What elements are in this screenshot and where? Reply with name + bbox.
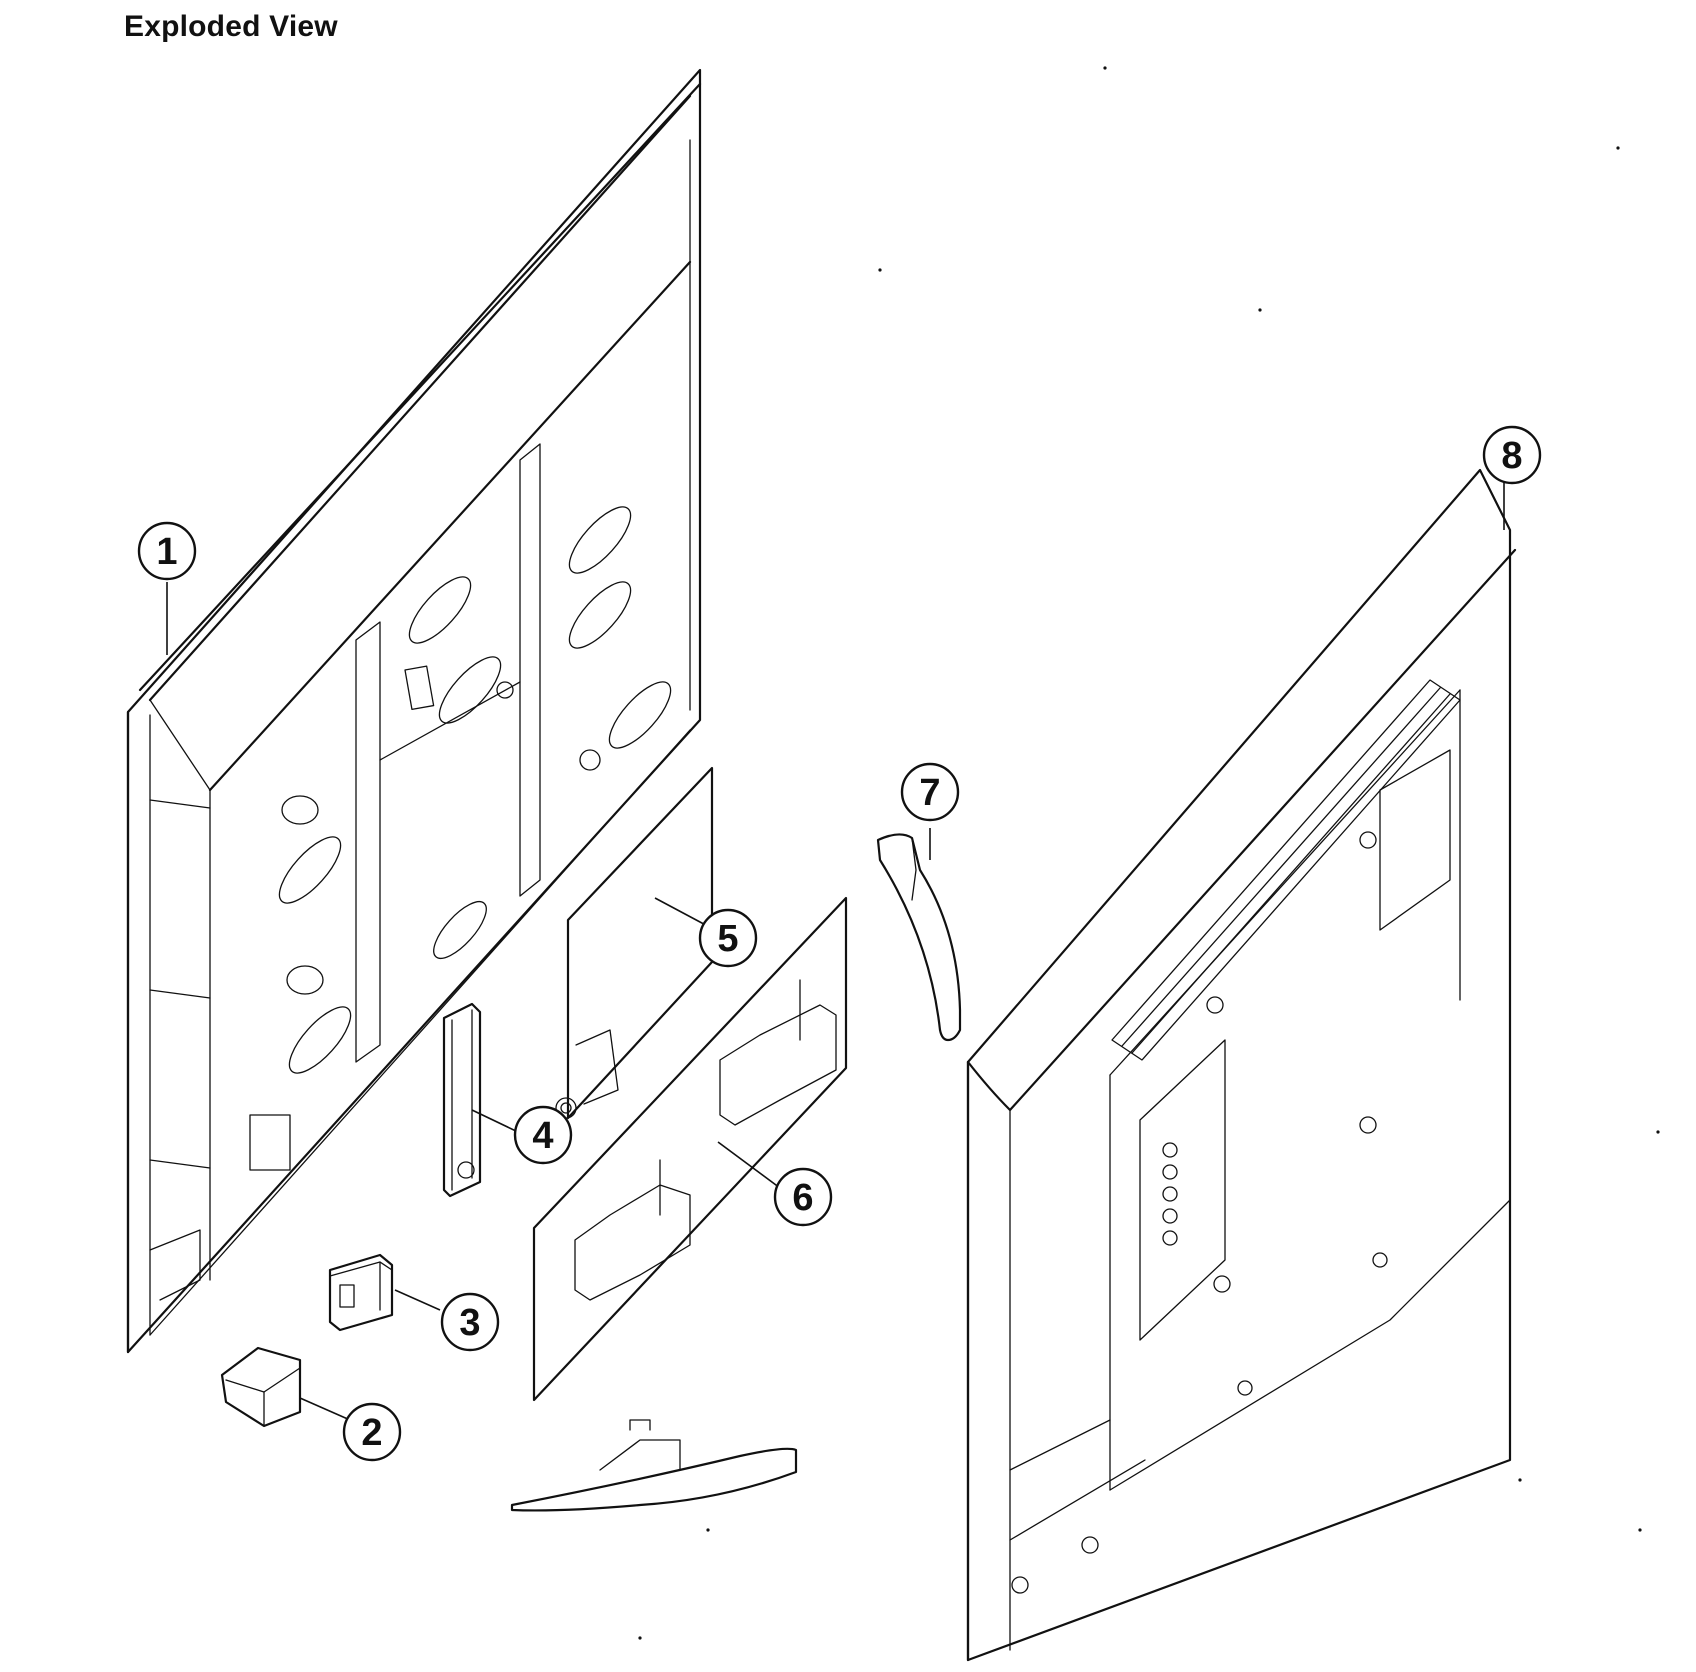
callout-7-number: 7 <box>919 772 940 814</box>
part-stand-neck <box>876 833 962 1042</box>
callout-5: 5 <box>698 908 758 968</box>
callout-2: 2 <box>342 1402 402 1462</box>
callout-4: 4 <box>513 1105 573 1165</box>
callout-7: 7 <box>900 762 960 822</box>
callout-5-number: 5 <box>717 918 738 960</box>
part-small-bracket <box>220 1346 302 1428</box>
callout-3: 3 <box>440 1292 500 1352</box>
callout-6: 6 <box>773 1167 833 1227</box>
callout-2-number: 2 <box>361 1412 382 1454</box>
callout-8-number: 8 <box>1501 435 1522 477</box>
part-base-stand <box>510 1419 798 1512</box>
callout-3-number: 3 <box>459 1302 480 1344</box>
callout-8: 8 <box>1482 425 1542 485</box>
callout-1-number: 1 <box>156 531 177 573</box>
callout-6-number: 6 <box>792 1177 813 1219</box>
part-vertical-bracket <box>442 1002 482 1198</box>
scan-specks <box>638 66 1660 1640</box>
part-rear-cabinet <box>966 468 1517 1662</box>
part-stand-brackets <box>532 896 848 1402</box>
callout-1: 1 <box>137 521 197 581</box>
part-switch-block <box>328 1253 394 1332</box>
callout-4-number: 4 <box>532 1115 553 1157</box>
diagram-title: Exploded View <box>124 10 338 43</box>
leader-lines <box>166 482 1505 1421</box>
part-front-panel <box>126 68 702 1354</box>
